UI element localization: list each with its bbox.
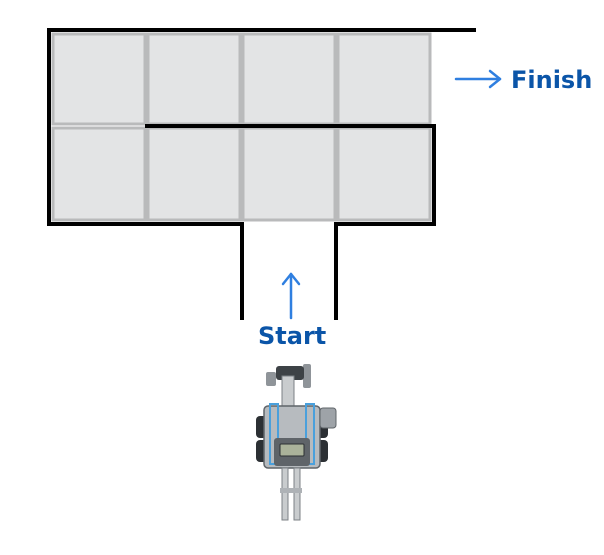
arrow-up-icon: [281, 272, 301, 320]
floor-tile: [146, 126, 242, 222]
floor-tile: [241, 32, 337, 126]
finish-label: Finish: [511, 66, 593, 94]
vex-iq-robot-icon: [256, 364, 337, 521]
floor-tile: [336, 126, 432, 222]
floor-tile: [336, 32, 432, 126]
start-label: Start: [258, 322, 327, 350]
floor-tile: [146, 32, 242, 126]
floor-tiles: [51, 32, 432, 222]
floor-tile: [241, 126, 337, 222]
floor-tile: [51, 126, 147, 222]
floor-tile: [51, 32, 147, 126]
arrow-right-icon: [454, 69, 502, 89]
maze-walls: [47, 28, 476, 320]
